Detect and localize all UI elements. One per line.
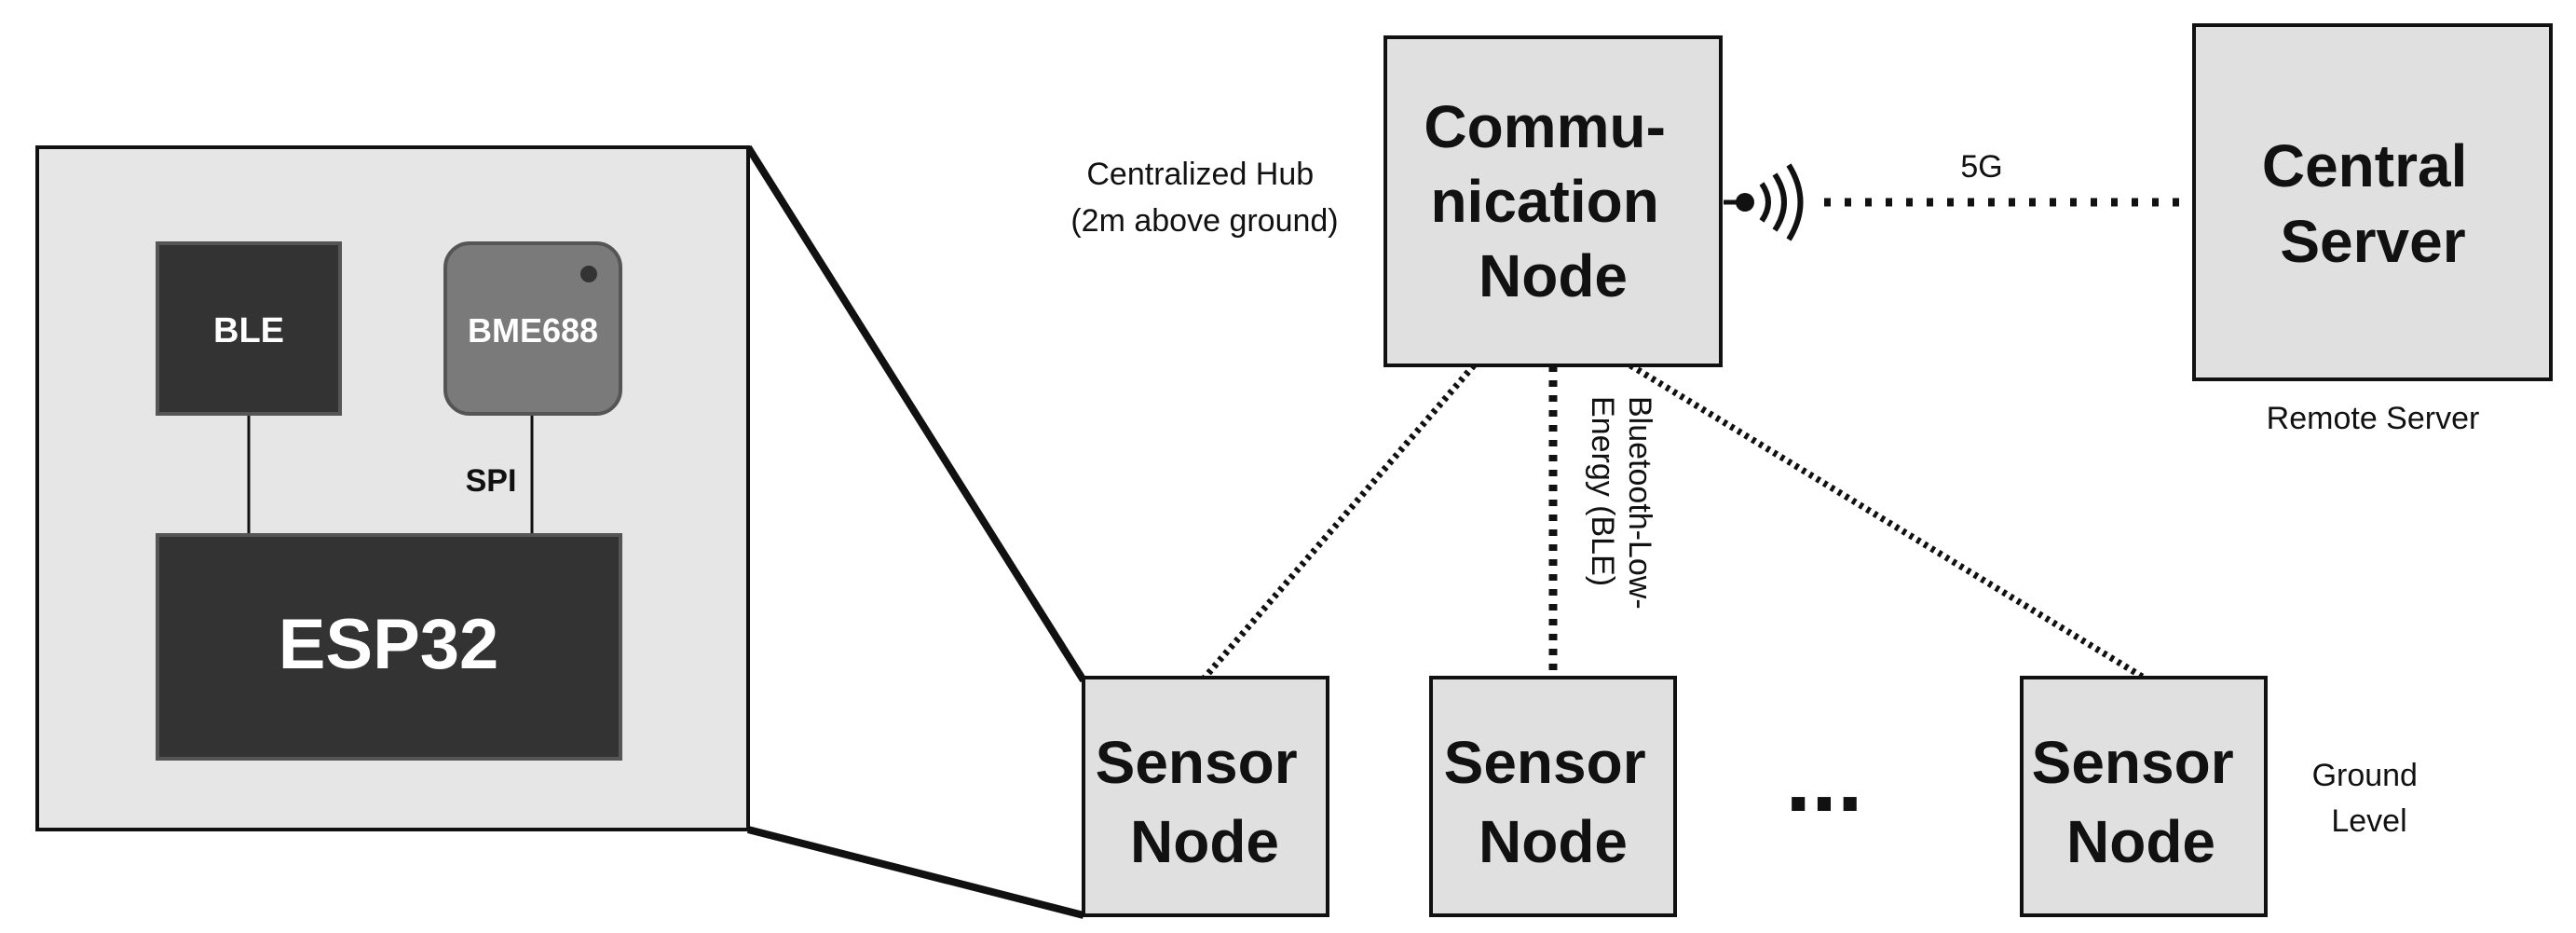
sensor-node-label: Sensor Node xyxy=(1096,729,1315,875)
ble-link-left xyxy=(1202,363,1477,680)
ble-module: BLE xyxy=(156,241,342,416)
communication-node: Commu- nication Node xyxy=(1383,35,1723,367)
central-server: Central Server xyxy=(2192,23,2553,381)
ground-level-caption: Ground Level xyxy=(2312,758,2427,839)
sensor-node-label: Sensor Node xyxy=(1444,729,1663,875)
fiveg-link-label: 5G xyxy=(1960,149,2002,185)
pin1-marker-icon xyxy=(580,266,597,282)
sensor-node-label: Sensor Node xyxy=(2032,729,2251,875)
more-nodes-ellipsis: ... xyxy=(1785,727,1862,831)
sensor-node: Sensor Node xyxy=(1082,676,1329,917)
bme688-sensor: BME688 xyxy=(443,241,622,416)
sensor-node: Sensor Node xyxy=(2020,676,2268,917)
ble-links xyxy=(1202,363,2146,680)
communication-node-label: Commu- nication Node xyxy=(1424,93,1682,309)
sensor-node: Sensor Node xyxy=(1429,676,1677,917)
zoom-line-bottom xyxy=(747,826,1084,919)
wireless-antenna-icon xyxy=(1724,163,1804,241)
ble-link-right xyxy=(1629,363,2146,680)
remote-server-caption: Remote Server xyxy=(2267,401,2480,436)
ble-module-label: BLE xyxy=(213,311,284,350)
bme688-sensor-label: BME688 xyxy=(468,311,598,350)
central-server-label: Central Server xyxy=(2262,132,2484,275)
esp32-label: ESP32 xyxy=(279,605,499,684)
zoom-line-top xyxy=(744,144,1087,683)
spi-bus-label: SPI xyxy=(466,463,517,499)
ble-link-label: Bluetooth-Low- Energy (BLE) xyxy=(1585,396,1657,618)
centralized-hub-caption: Centralized Hub (2m above ground) xyxy=(1070,157,1338,239)
sensor-node-detail-panel: BLE BME688 SPI ESP32 xyxy=(35,145,750,831)
esp32-mcu: ESP32 xyxy=(156,533,622,761)
